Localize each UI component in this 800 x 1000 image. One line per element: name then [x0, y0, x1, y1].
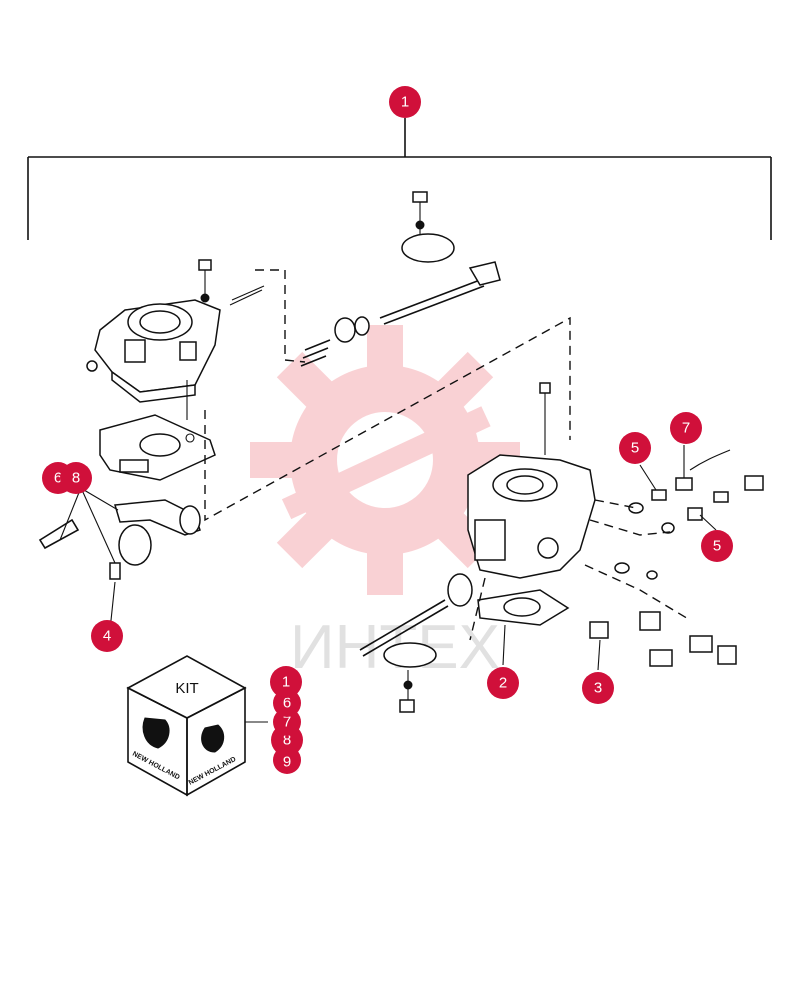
assembly-bracket: [27, 118, 772, 240]
callout-5-lower[interactable]: 5: [701, 530, 733, 562]
callout-5-upper[interactable]: 5: [619, 432, 651, 464]
svg-text:6: 6: [54, 470, 62, 487]
svg-text:9: 9: [283, 754, 291, 771]
svg-text:8: 8: [283, 732, 291, 749]
callout-4[interactable]: 4: [91, 620, 123, 652]
callout-3[interactable]: 3: [582, 672, 614, 704]
svg-text:5: 5: [631, 440, 639, 457]
svg-text:1: 1: [282, 674, 290, 691]
right-fittings: [589, 449, 764, 667]
callout-8[interactable]: 8: [60, 462, 92, 494]
kit-box-icon: KIT NEW HOLLAND NEW HOLLAND: [126, 655, 247, 797]
callout-7[interactable]: 7: [670, 412, 702, 444]
choke-lever: [38, 499, 201, 580]
svg-text:1: 1: [401, 94, 409, 111]
flange-gasket: [477, 589, 570, 626]
throttle-body-upper: [86, 259, 265, 403]
gasket-plate: [99, 380, 216, 481]
svg-text:5: 5: [713, 538, 721, 555]
svg-text:4: 4: [103, 628, 111, 645]
svg-text:7: 7: [283, 714, 291, 731]
svg-text:2: 2: [499, 675, 507, 692]
assembly-lines: [204, 269, 691, 641]
kit-label: KIT: [175, 680, 198, 697]
new-holland-leaf-icon: [142, 717, 225, 753]
callout-2[interactable]: 2: [487, 667, 519, 699]
kit-item-1[interactable]: 1: [270, 666, 302, 698]
callout-1[interactable]: 1: [389, 86, 421, 118]
svg-text:7: 7: [682, 420, 690, 437]
svg-text:6: 6: [283, 695, 291, 712]
svg-text:3: 3: [594, 680, 602, 697]
svg-text:8: 8: [72, 470, 80, 487]
throttle-shaft: [300, 191, 501, 367]
carburettor-body: [467, 382, 596, 579]
callout-leaders: [59, 445, 717, 671]
lower-shaft: [359, 573, 473, 713]
